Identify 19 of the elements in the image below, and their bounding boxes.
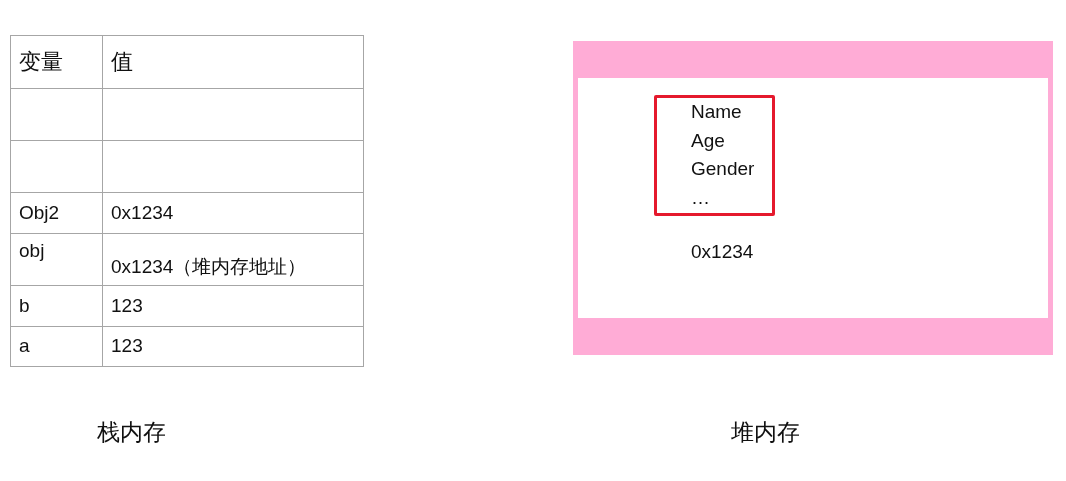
table-cell: b <box>10 285 103 327</box>
table-cell: a <box>10 326 103 367</box>
table-cell: 123 <box>102 326 364 367</box>
memory-caption: 栈内存 <box>97 418 166 447</box>
table-cell: 0x1234（堆内存地址） <box>102 233 364 286</box>
field-label: Name <box>691 100 743 124</box>
table-cell: 123 <box>102 285 364 327</box>
table-cell: obj <box>10 233 103 286</box>
memory-address: 0x1234 <box>691 240 754 264</box>
field-label: Age <box>691 128 726 153</box>
memory-caption: 堆内存 <box>731 418 800 447</box>
field-label: Gender <box>691 157 756 181</box>
object-outline <box>654 95 775 216</box>
table-header-cell: 变量 <box>10 35 103 89</box>
heap-memory-panel <box>573 41 1053 355</box>
table-header-cell: 值 <box>102 35 364 89</box>
field-label: … <box>691 185 711 210</box>
table-cell: 0x1234 <box>102 192 364 234</box>
table-cell: Obj2 <box>10 192 103 234</box>
